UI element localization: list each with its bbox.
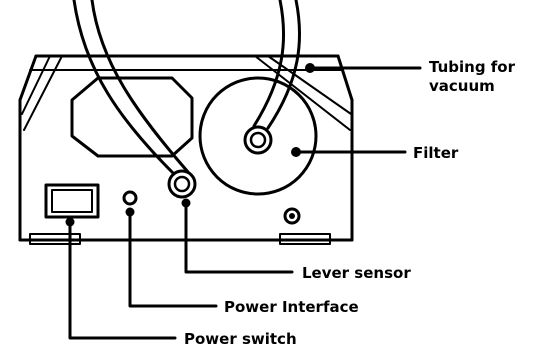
label-tubing-line2: vacuum	[429, 77, 495, 95]
vacuum-tubing	[72, 0, 301, 176]
label-power-switch: Power switch	[184, 330, 297, 348]
label-power-interface: Power Interface	[224, 298, 359, 316]
side-fitting	[283, 207, 301, 225]
label-lever-sensor: Lever sensor	[302, 264, 411, 282]
filter-port-outer	[243, 125, 273, 155]
device-housing	[18, 54, 354, 242]
power-switch-frame	[44, 183, 100, 219]
device-feet	[29, 233, 331, 245]
lever-sensor-connector-inner	[173, 175, 191, 193]
filter-port-inner	[249, 131, 267, 149]
side-fitting-center	[289, 213, 295, 219]
label-filter: Filter	[413, 144, 459, 162]
lever-sensor-connector-outer	[167, 169, 197, 199]
power-switch-rocker	[51, 189, 93, 213]
octagon-window	[70, 76, 194, 158]
label-tubing-line1: Tubing for	[429, 58, 516, 76]
callouts	[65, 63, 422, 340]
power-interface-socket	[122, 190, 138, 206]
filter-disc	[198, 76, 318, 196]
